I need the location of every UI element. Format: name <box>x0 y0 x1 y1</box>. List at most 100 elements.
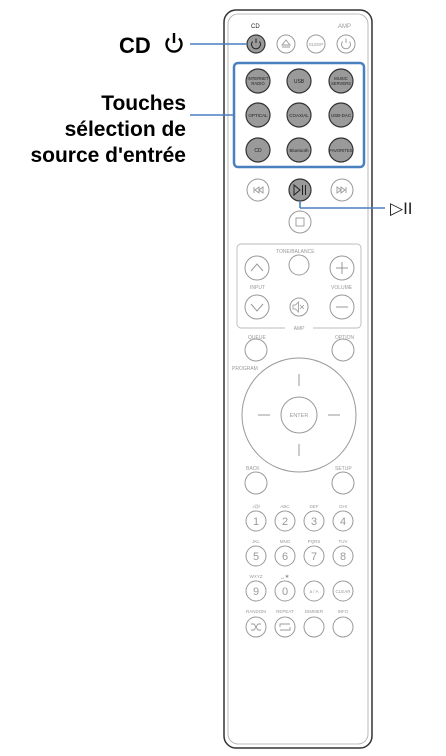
volume-up-button[interactable] <box>329 255 355 281</box>
source-label-internet: INTERNET <box>248 76 269 81</box>
source-label-favorites: FAVORITES <box>329 148 352 153</box>
volume-label: VOLUME <box>331 285 353 291</box>
random-button[interactable] <box>245 616 267 638</box>
key-letters-5: JKL <box>252 539 260 544</box>
key-letters-6: MNO <box>280 539 291 544</box>
repeat-label: REPEAT <box>276 609 294 614</box>
source-label-usb: USB <box>294 79 305 85</box>
input-label: INPUT <box>250 285 265 291</box>
key-0[interactable] <box>274 580 296 602</box>
digit-6: 6 <box>282 551 288 563</box>
play-pause-button[interactable] <box>288 178 312 202</box>
key-letters-8: TUV <box>339 539 348 544</box>
key-letters-9: WXYZ <box>250 574 263 579</box>
case-label: a / A <box>309 589 318 594</box>
source-label-cd: CD <box>254 148 262 154</box>
remote-inner-edge <box>227 13 369 745</box>
source-label-servers: SERVERS <box>331 81 351 86</box>
eject-button[interactable] <box>276 34 296 54</box>
info-label: INFO <box>338 609 349 614</box>
key-clear[interactable] <box>332 580 354 602</box>
source-buttons-grid: INTERNET RADIO USB MUSIC SERVERS OPTICAL… <box>245 68 354 163</box>
key-case[interactable] <box>303 580 325 602</box>
tone-balance-button[interactable] <box>288 254 310 276</box>
digit-3: 3 <box>311 516 317 528</box>
key-5[interactable] <box>245 545 267 567</box>
key-letters-4: GHI <box>339 504 347 509</box>
digit-7: 7 <box>311 551 317 563</box>
number-pad: ./@/ ABC DEF GHI 1 2 3 4 JKL MNO PQRS TU… <box>245 504 354 602</box>
key-3[interactable] <box>303 510 325 532</box>
enter-button[interactable] <box>280 396 318 434</box>
source-label-coaxial: COAXIAL <box>289 113 309 118</box>
key-6[interactable] <box>274 545 296 567</box>
source-label-optical: OPTICAL <box>248 113 268 118</box>
digit-8: 8 <box>340 551 346 563</box>
mute-button[interactable] <box>289 297 309 317</box>
key-4[interactable] <box>332 510 354 532</box>
source-button-bluetooth[interactable] <box>286 137 312 163</box>
back-button[interactable] <box>244 471 268 495</box>
source-button-internet-radio[interactable] <box>245 68 271 94</box>
source-button-optical[interactable] <box>245 102 271 128</box>
key-letters-2: ABC <box>280 504 290 509</box>
queue-label: QUEUE <box>248 335 266 341</box>
info-button[interactable] <box>332 616 354 638</box>
source-button-cd[interactable] <box>245 137 271 163</box>
repeat-button[interactable] <box>274 616 296 638</box>
sleep-label: SLEEP <box>309 42 324 47</box>
power-icon <box>165 33 183 53</box>
source-button-favorites[interactable] <box>328 137 354 163</box>
key-letters-0: ␣ ✱ <box>281 574 289 580</box>
digit-2: 2 <box>282 516 288 528</box>
source-button-usb-dac[interactable] <box>328 102 354 128</box>
amp-section-label: AMP <box>294 326 306 332</box>
cd-power-callout-label: CD <box>119 33 151 58</box>
next-button[interactable] <box>330 178 354 202</box>
setup-label: SETUP <box>335 466 352 472</box>
clear-label: CLEAR <box>335 589 351 594</box>
digit-1: 1 <box>253 516 259 528</box>
queue-button[interactable] <box>244 338 268 362</box>
digit-0: 0 <box>282 586 288 598</box>
back-label: BACK <box>246 466 260 472</box>
dimmer-button[interactable] <box>303 616 325 638</box>
input-down-button[interactable] <box>244 294 270 320</box>
source-callout-line3: source d'entrée <box>30 144 186 167</box>
key-9[interactable] <box>245 580 267 602</box>
source-label-music: MUSIC <box>334 76 348 81</box>
source-label-radio: RADIO <box>251 81 265 86</box>
volume-down-button[interactable] <box>329 294 355 320</box>
digit-9: 9 <box>253 586 259 598</box>
option-label: OPTION <box>335 335 355 341</box>
sleep-button[interactable]: SLEEP <box>306 34 326 54</box>
stop-button[interactable] <box>288 210 312 234</box>
play-pause-callout-label: ▷II <box>390 199 413 218</box>
key-8[interactable] <box>332 545 354 567</box>
previous-button[interactable] <box>246 178 270 202</box>
enter-label: ENTER <box>290 413 309 419</box>
cd-label: CD <box>251 24 260 30</box>
key-letters-3: DEF <box>310 504 319 509</box>
input-up-button[interactable] <box>244 255 270 281</box>
option-button[interactable] <box>331 338 355 362</box>
source-callout-line2: sélection de <box>65 118 186 141</box>
amp-power-button[interactable] <box>336 34 356 54</box>
setup-button[interactable] <box>331 471 355 495</box>
key-letters-1: ./@/ <box>252 504 261 509</box>
random-label: RANDOM <box>246 609 266 614</box>
source-button-music-servers[interactable] <box>328 68 354 94</box>
cd-power-button[interactable] <box>246 34 266 54</box>
source-callout-line1: Touches <box>101 92 186 115</box>
source-button-usb[interactable] <box>286 68 312 94</box>
amp-label-bg <box>285 324 313 332</box>
key-2[interactable] <box>274 510 296 532</box>
key-1[interactable] <box>245 510 267 532</box>
source-button-coaxial[interactable] <box>286 102 312 128</box>
digit-4: 4 <box>340 516 346 528</box>
key-letters-7: PQRS <box>308 539 321 544</box>
tone-balance-label: TONE/BALANCE <box>276 249 315 255</box>
key-7[interactable] <box>303 545 325 567</box>
bottom-row: RANDOM REPEAT DIMMER INFO <box>245 609 354 638</box>
